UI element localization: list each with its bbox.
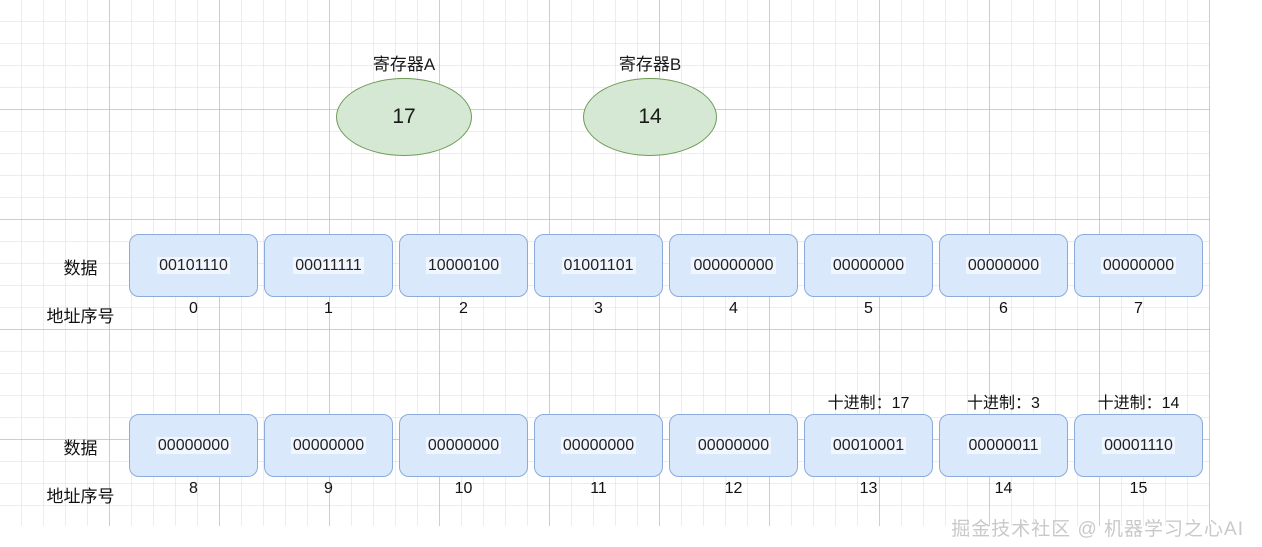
address-index: 9 (324, 480, 333, 497)
register-b[interactable]: 寄存器B 14 (583, 50, 717, 160)
register-b-title: 寄存器B (618, 55, 682, 74)
memory-cell-value: 00010001 (830, 436, 907, 455)
row2-addresses: 8 9 10 11 12 13 14 15 (129, 480, 1203, 498)
row2-address-label: 地址序号 (46, 487, 115, 506)
register-a-value: 17 (336, 78, 472, 156)
address-index: 4 (729, 300, 738, 317)
memory-cell-value: 00101110 (157, 256, 230, 275)
memory-cell[interactable]: 00011111 (264, 234, 393, 297)
register-a-title: 寄存器A (372, 55, 436, 74)
memory-cell[interactable]: 00000000 (399, 414, 528, 477)
address-index: 2 (459, 300, 468, 317)
memory-cell-value: 00000000 (425, 436, 502, 455)
address-index: 14 (994, 480, 1013, 497)
address-index: 12 (724, 480, 743, 497)
memory-cell-value: 00000000 (560, 436, 637, 455)
memory-cell-value: 00000011 (966, 436, 1041, 455)
address-index: 7 (1134, 300, 1143, 317)
register-b-value: 14 (583, 78, 717, 156)
memory-cell[interactable]: 01001101 (534, 234, 663, 297)
address-index: 3 (594, 300, 603, 317)
address-index: 15 (1129, 480, 1148, 497)
memory-cell[interactable]: 00010001 (804, 414, 933, 477)
memory-cell[interactable]: 00000000 (1074, 234, 1203, 297)
memory-cell[interactable]: 00000000 (939, 234, 1068, 297)
row1-data-label: 数据 (63, 259, 98, 278)
memory-cell[interactable]: 000000000 (669, 234, 798, 297)
address-index: 10 (454, 480, 473, 497)
address-index: 8 (189, 480, 198, 497)
memory-cell-value: 00001110 (1102, 436, 1175, 455)
row1-addresses: 0 1 2 3 4 5 6 7 (129, 300, 1203, 318)
memory-cell-value: 00000000 (695, 436, 772, 455)
memory-cell-value: 10000100 (425, 256, 502, 275)
annotation-decimal-13: 十进制：17 (827, 395, 910, 412)
row2-data-label: 数据 (63, 439, 98, 458)
row1-address-label: 地址序号 (46, 307, 115, 326)
memory-cell[interactable]: 00000000 (669, 414, 798, 477)
memory-cell-value: 00000000 (290, 436, 367, 455)
memory-cell[interactable]: 00000000 (534, 414, 663, 477)
annotation-decimal-14: 十进制：3 (967, 395, 1040, 412)
memory-cell-value: 00000000 (965, 256, 1042, 275)
row2-cells: 00000000 00000000 00000000 00000000 0000… (129, 414, 1203, 477)
row2-annotations: 十进制：17 十进制：3 十进制：14 (129, 389, 1203, 413)
address-index: 11 (590, 480, 607, 497)
memory-cell[interactable]: 00101110 (129, 234, 258, 297)
canvas-right-margin (1210, 0, 1262, 547)
memory-cell[interactable]: 00000011 (939, 414, 1068, 477)
memory-cell[interactable]: 10000100 (399, 234, 528, 297)
memory-cell-value: 00011111 (293, 256, 364, 275)
memory-cell-value: 01001101 (561, 256, 636, 275)
address-index: 0 (189, 300, 198, 317)
memory-cell[interactable]: 00001110 (1074, 414, 1203, 477)
memory-cell-value: 00000000 (155, 436, 232, 455)
memory-cell[interactable]: 00000000 (804, 234, 933, 297)
row1-cells: 00101110 00011111 10000100 01001101 0000… (129, 234, 1203, 297)
watermark: 掘金技术社区 @ 机器学习之心AI (951, 519, 1244, 540)
address-index: 1 (324, 300, 333, 317)
address-index: 13 (859, 480, 878, 497)
memory-cell-value: 000000000 (691, 256, 776, 275)
memory-cell-value: 00000000 (1100, 256, 1177, 275)
address-index: 6 (999, 300, 1008, 317)
register-a[interactable]: 寄存器A 17 (336, 50, 472, 160)
memory-cell[interactable]: 00000000 (264, 414, 393, 477)
canvas-bottom-margin (0, 526, 1262, 547)
memory-cell-value: 00000000 (830, 256, 907, 275)
memory-cell[interactable]: 00000000 (129, 414, 258, 477)
annotation-decimal-15: 十进制：14 (1097, 395, 1180, 412)
address-index: 5 (864, 300, 873, 317)
